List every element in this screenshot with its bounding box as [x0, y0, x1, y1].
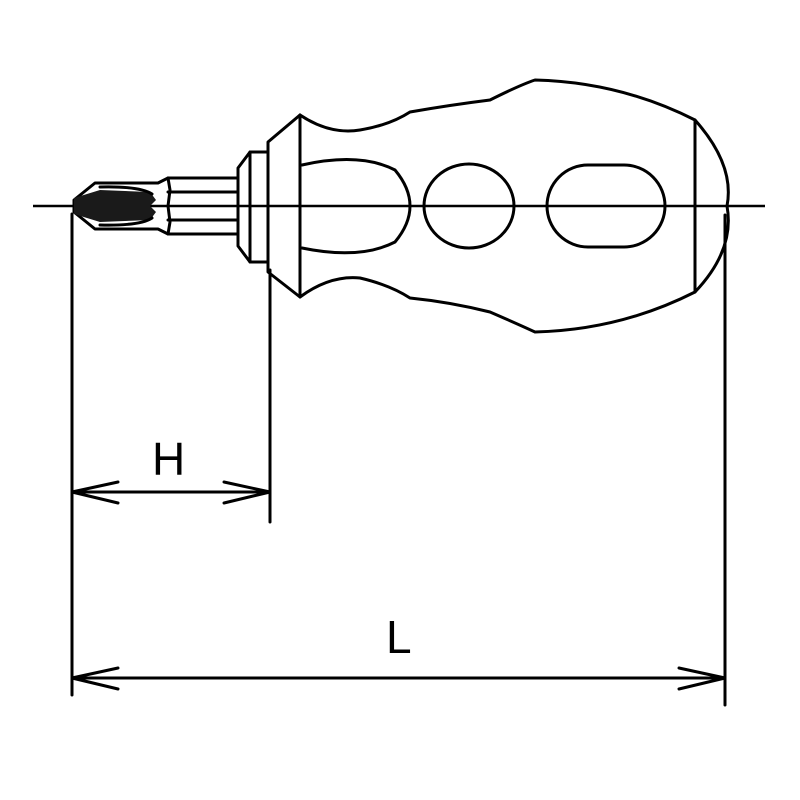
- grip-recess-2: [422, 162, 516, 250]
- grip-recess-1: [300, 158, 412, 255]
- handle: [298, 78, 730, 334]
- dimension-label-h: H: [152, 433, 186, 485]
- phillips-tip: [72, 176, 172, 236]
- dimension-h: [70, 480, 272, 505]
- dimension-label-l: L: [386, 611, 412, 663]
- dimension-l: [70, 666, 727, 691]
- grip-recess-3: [545, 163, 667, 249]
